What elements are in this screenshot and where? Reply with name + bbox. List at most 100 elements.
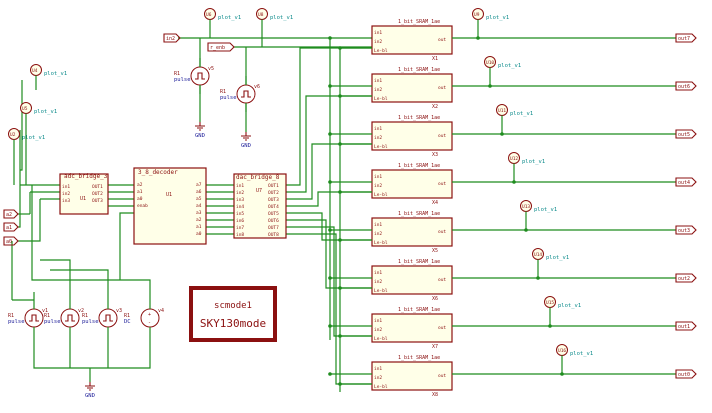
probe-ref: U6	[206, 12, 212, 18]
gnd-label: GND	[241, 143, 251, 149]
sram-pin-en: Le-bl	[374, 144, 388, 150]
decoder-pin-out: a1	[196, 224, 202, 230]
gnd-icon	[195, 122, 205, 131]
probe-ref: U14	[534, 252, 542, 258]
decoder-pin-in: a2	[137, 182, 143, 188]
sram-cell-body	[371, 25, 453, 55]
port-shape	[675, 33, 697, 43]
probe-ref: U2	[10, 132, 16, 138]
sram-pin-in1: in1	[374, 78, 382, 84]
sram-pin-in2: in2	[374, 183, 382, 189]
sram-cell-name: 1_bit_SRAM_1ae	[398, 307, 440, 313]
dac-bridge: dac_bridge_8 U7	[233, 173, 287, 239]
source-ref: v4	[158, 308, 164, 314]
sram-pin-out: out	[438, 277, 446, 283]
source-ref: v3	[116, 308, 122, 314]
gnd-label: GND	[85, 393, 95, 399]
dac-pin-out: OUT7	[268, 225, 279, 231]
junction-dot	[328, 276, 332, 280]
dac-pin-in: in4	[236, 204, 244, 210]
svg-text:a0: a0	[6, 239, 12, 245]
sram-pin-en: Le-bl	[374, 240, 388, 246]
net-label-out0: out0	[675, 369, 697, 379]
pulse-icon	[65, 314, 75, 322]
sram-pin-in2: in2	[374, 135, 382, 141]
net-label-a0: a0	[3, 236, 19, 246]
net-label-out5: out5	[675, 129, 697, 139]
probe-ref: U8	[258, 12, 264, 18]
sram-cell-ref: X3	[432, 152, 438, 158]
svg-text:a1: a1	[6, 225, 12, 231]
sram-pin-in1: in1	[374, 126, 382, 132]
probe-ref: U9	[474, 12, 480, 18]
source-r: R1	[124, 313, 130, 319]
net-label-out3: out3	[675, 225, 697, 235]
pulse-icon	[103, 314, 113, 322]
dac-pin-out: OUT4	[268, 204, 279, 210]
adc-pin-in1: in1	[62, 184, 70, 190]
net-label-out1: out1	[675, 321, 697, 331]
sram-pin-in1: in1	[374, 30, 382, 36]
adc-pin-out2: OUT2	[92, 191, 103, 197]
sram-cell-name: 1_bit_SRAM_1ae	[398, 115, 440, 121]
net-label-out2: out2	[675, 273, 697, 283]
sram-pin-en: Le-bl	[374, 192, 388, 198]
sram-pin-en: Le-bl	[374, 288, 388, 294]
dac-pin-in: in8	[236, 232, 244, 238]
source-r: R1	[8, 313, 14, 319]
probe-label: plot_v1	[34, 109, 57, 115]
decoder-pin-in: a1	[137, 189, 143, 195]
junction-dot	[328, 324, 332, 328]
probe-ref: U15	[546, 300, 554, 306]
probe-label: plot_v1	[558, 303, 581, 309]
junction-dot	[338, 238, 342, 242]
svg-text:in2: in2	[166, 36, 175, 42]
adc-ref: U1	[80, 196, 86, 202]
sram-cell-name: 1_bit_SRAM_1ae	[398, 67, 440, 73]
probe-label: plot_v1	[22, 135, 45, 141]
probe-label: plot_v1	[546, 255, 569, 261]
sram-cell-name: 1_bit_SRAM_1ae	[398, 259, 440, 265]
probe-label: plot_v1	[270, 15, 293, 21]
dac-pin-in: in7	[236, 225, 244, 231]
dac-pin-out: OUT6	[268, 218, 279, 224]
probe-ref: U16	[558, 348, 566, 354]
sram-cell-body	[371, 265, 453, 295]
port-shape	[675, 129, 697, 139]
sram-cell-ref: X2	[432, 104, 438, 110]
decoder-pin-in: enab	[137, 203, 148, 209]
sram-pin-out: out	[438, 181, 446, 187]
decoder: 3_8_decoder U1	[133, 167, 207, 245]
block-pins: a2a1a0enaba7a6a5a4a3a2a1a0in1in2in3in4in…	[137, 182, 279, 238]
adc-pin-in2: in2	[62, 191, 70, 197]
voltage-sources: v5R1pulsev6R1pulsev1R1pulsev2R1pulsev3R1…	[8, 58, 260, 399]
sram-pin-out: out	[438, 325, 446, 331]
sram-cell-body	[371, 169, 453, 199]
junction-dot	[338, 94, 342, 98]
gnd-icon	[241, 132, 251, 141]
source-r: R1	[220, 89, 226, 95]
probe-ref: U10	[486, 60, 494, 66]
decoder-pin-in: a0	[137, 196, 143, 202]
sram-pin-out: out	[438, 37, 446, 43]
dac-pin-in: in6	[236, 218, 244, 224]
sram-cell-body	[371, 313, 453, 343]
source-r: R1	[174, 71, 180, 77]
adc-pin-out3: OUT3	[92, 198, 103, 204]
sram-pin-in1: in1	[374, 318, 382, 324]
sram-pin-in1: in1	[374, 366, 382, 372]
sram-cell-ref: X8	[432, 392, 438, 398]
source-kind: pulse	[174, 77, 191, 83]
source-icon	[190, 66, 210, 86]
source-ref: v1	[42, 308, 48, 314]
sram-pin-in2: in2	[374, 39, 382, 45]
probe-ref: U13	[522, 204, 530, 210]
